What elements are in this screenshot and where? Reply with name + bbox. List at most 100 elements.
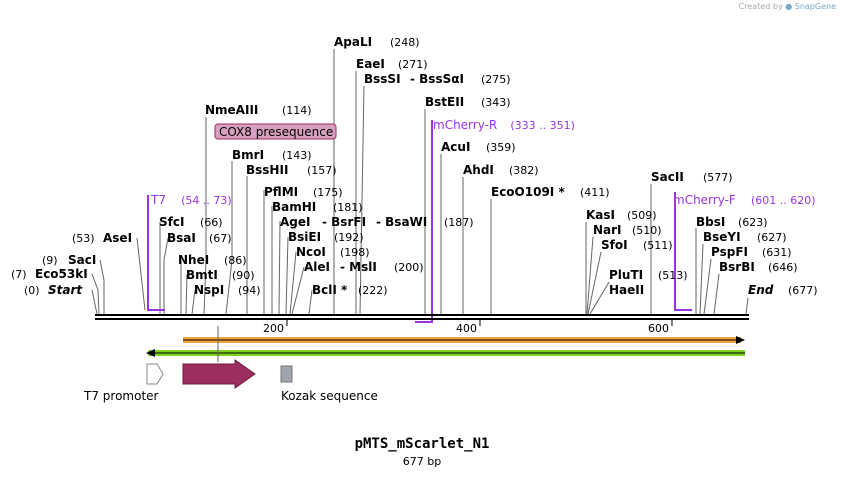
site-pos: (275) bbox=[481, 73, 511, 86]
site-pos: (90) bbox=[232, 269, 255, 282]
site-label[interactable]: NarI bbox=[593, 223, 622, 237]
site-label[interactable]: BsiEI bbox=[288, 230, 321, 244]
site-connectors bbox=[91, 49, 749, 315]
site-pos: (631) bbox=[762, 246, 792, 259]
snapgene-brand: SnapGene bbox=[794, 2, 836, 11]
site-label[interactable]: SacII bbox=[651, 170, 684, 184]
site-label[interactable]: BsrBI bbox=[719, 260, 755, 274]
site-pos: (53) bbox=[72, 232, 95, 245]
plasmid-length: 677 bp bbox=[402, 455, 442, 468]
t7-promoter-arrow[interactable] bbox=[146, 363, 164, 385]
site-label[interactable]: NcoI bbox=[296, 245, 326, 259]
dna-backbone bbox=[95, 314, 749, 320]
site-pos: (9) bbox=[42, 254, 58, 267]
site-label[interactable]: AseI bbox=[103, 231, 132, 245]
created-by-credit: Created by ● SnapGene bbox=[739, 2, 836, 11]
site-pos: (175) bbox=[313, 186, 343, 199]
site-label[interactable]: BstEII bbox=[425, 95, 464, 109]
site-label[interactable]: PflMI bbox=[264, 185, 298, 199]
site-pos: (271) bbox=[398, 58, 428, 71]
site-labels: (0) Start (7) Eco53kI (9) SacI (53) AseI… bbox=[11, 35, 818, 297]
site-label[interactable]: - BssSαI bbox=[410, 72, 464, 86]
created-by-text: Created by bbox=[738, 2, 783, 11]
site-label[interactable]: End bbox=[748, 283, 774, 297]
orf-green[interactable] bbox=[146, 349, 745, 357]
site-pos: (0) bbox=[24, 284, 40, 297]
site-label[interactable]: Eco53kI bbox=[35, 267, 88, 281]
site-pos: (677) bbox=[788, 284, 818, 297]
primer-mcherry-f-label[interactable]: mCherry-F (601 .. 620) bbox=[673, 189, 816, 208]
site-label[interactable]: - MslI bbox=[340, 260, 377, 274]
site-label[interactable]: EaeI bbox=[356, 57, 385, 71]
site-pos: (86) bbox=[224, 254, 247, 267]
primer-t7-range: (54 .. 73) bbox=[181, 194, 232, 207]
site-label[interactable]: Start bbox=[48, 283, 83, 297]
site-label[interactable]: SfcI bbox=[159, 215, 184, 229]
cox8-presequence-box[interactable] bbox=[214, 123, 337, 140]
site-pos: (411) bbox=[580, 186, 610, 199]
site-pos: (157) bbox=[307, 164, 337, 177]
kozak-sequence-label: Kozak sequence bbox=[281, 389, 378, 403]
site-label[interactable]: BmrI bbox=[232, 148, 264, 162]
site-label[interactable]: BamHI bbox=[272, 200, 316, 214]
site-label[interactable]: NmeAIII bbox=[205, 103, 258, 117]
primer-t7-label[interactable]: T7 (54 .. 73) bbox=[150, 189, 232, 208]
primer-mcherry-r-name: mCherry-R bbox=[433, 118, 497, 132]
primer-mcherry-r-marker[interactable] bbox=[415, 120, 433, 323]
site-label[interactable]: PluTI bbox=[609, 268, 643, 282]
site-label[interactable]: SfoI bbox=[601, 238, 628, 252]
site-label[interactable]: EcoO109I * bbox=[491, 185, 565, 199]
site-pos: (509) bbox=[627, 209, 657, 222]
site-label[interactable]: AcuI bbox=[441, 140, 470, 154]
primer-markers bbox=[147, 120, 692, 323]
site-label[interactable]: AhdI bbox=[463, 163, 494, 177]
site-pos: (187) bbox=[444, 216, 474, 229]
kozak-sequence-box[interactable] bbox=[280, 365, 293, 383]
site-label[interactable]: BbsI bbox=[696, 215, 725, 229]
site-label[interactable]: - BsrFI bbox=[322, 215, 366, 229]
site-pos: (66) bbox=[200, 216, 223, 229]
site-pos: (510) bbox=[632, 224, 662, 237]
site-label[interactable]: HaeII bbox=[609, 283, 644, 297]
site-pos: (343) bbox=[481, 96, 511, 109]
site-pos: (382) bbox=[509, 164, 539, 177]
site-label[interactable]: PspFI bbox=[711, 245, 748, 259]
site-label[interactable]: NheI bbox=[178, 253, 209, 267]
site-label[interactable]: - BsaWI bbox=[376, 215, 427, 229]
site-pos: (511) bbox=[643, 239, 673, 252]
site-label[interactable]: AleI bbox=[304, 260, 330, 274]
primer-mcherry-f-range: (601 .. 620) bbox=[751, 194, 816, 207]
site-label[interactable]: NspI bbox=[194, 283, 224, 297]
cox8-presequence-label: COX8 presequence bbox=[219, 125, 333, 139]
site-pos: (577) bbox=[703, 171, 733, 184]
primer-t7-name: T7 bbox=[150, 193, 166, 207]
site-label[interactable]: BmtI bbox=[186, 268, 218, 282]
t7-promoter-label: T7 promoter bbox=[83, 389, 159, 403]
site-label[interactable]: KasI bbox=[586, 208, 615, 222]
primer-mcherry-r-label[interactable]: mCherry-R (333 .. 351) bbox=[433, 114, 575, 133]
orf-orange[interactable] bbox=[183, 336, 745, 344]
site-pos: (67) bbox=[209, 232, 232, 245]
site-label[interactable]: BssHII bbox=[246, 163, 288, 177]
tick-label-600: 600 bbox=[648, 322, 669, 335]
mscarlet-cds-arrow[interactable] bbox=[182, 359, 256, 389]
site-label[interactable]: AgeI bbox=[280, 215, 310, 229]
site-pos: (513) bbox=[658, 269, 688, 282]
primer-mcherry-f-marker[interactable] bbox=[674, 192, 692, 311]
site-label[interactable]: BssSI bbox=[364, 72, 401, 86]
site-label[interactable]: BsaI bbox=[167, 231, 196, 245]
site-pos: (359) bbox=[486, 141, 516, 154]
plasmid-name: pMTS_mScarlet_N1 bbox=[354, 436, 490, 452]
site-pos: (114) bbox=[282, 104, 312, 117]
site-pos: (198) bbox=[340, 246, 370, 259]
site-pos: (200) bbox=[394, 261, 424, 274]
site-pos: (248) bbox=[390, 36, 420, 49]
site-label[interactable]: ApaLI bbox=[334, 35, 372, 49]
site-pos: (192) bbox=[334, 231, 364, 244]
site-label[interactable]: BclI * bbox=[312, 283, 348, 297]
site-label[interactable]: SacI bbox=[68, 253, 96, 267]
site-label[interactable]: BseYI bbox=[703, 230, 741, 244]
snapgene-logo-icon: ● bbox=[785, 2, 793, 11]
primer-t7-marker[interactable] bbox=[147, 195, 165, 311]
